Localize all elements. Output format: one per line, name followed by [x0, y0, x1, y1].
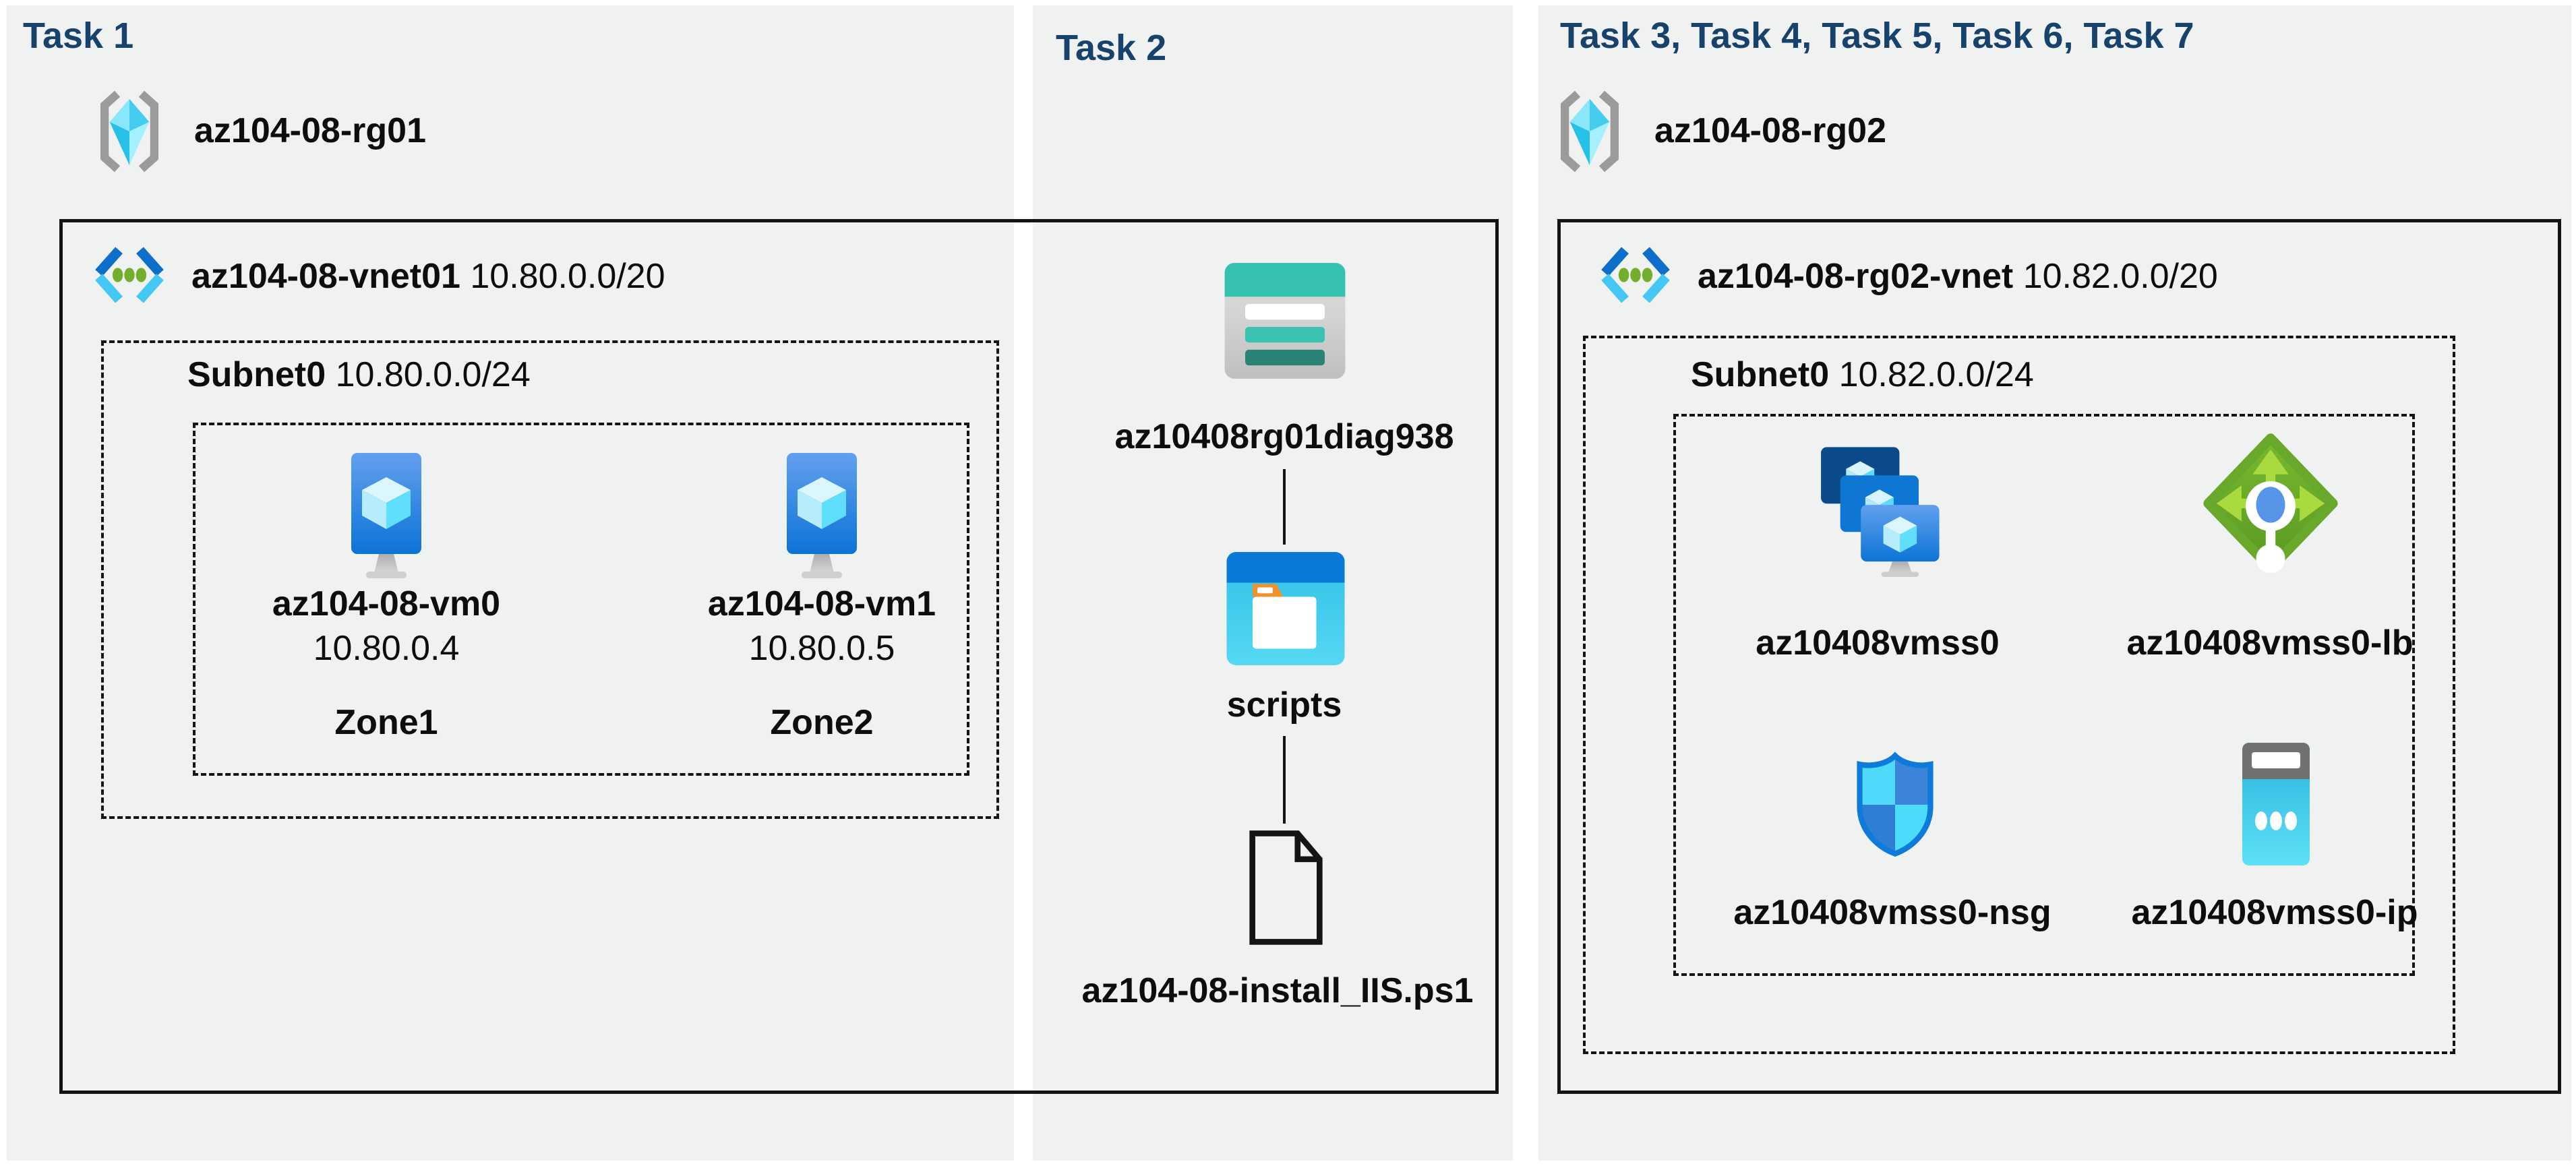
virtual-network-icon — [1601, 247, 1670, 303]
resource-group-icon — [100, 90, 159, 173]
virtual-network-icon — [95, 247, 164, 303]
vm-zone: Zone1 — [334, 703, 438, 742]
vm-name: az104-08-vm0 — [272, 584, 501, 623]
task3-title: Task 3, Task 4, Task 5, Task 6, Task 7 — [1560, 16, 2194, 56]
vm-zone: Zone2 — [770, 703, 874, 742]
script-file-name: az104-08-install_IIS.ps1 — [1081, 971, 1474, 1010]
vm-scale-set-icon — [1821, 447, 1940, 577]
task3-column — [1538, 5, 2571, 1161]
nsg-name: az10408vmss0-nsg — [1733, 893, 2051, 932]
storage-account-name: az10408rg01diag938 — [1114, 417, 1454, 456]
vmss-name: az10408vmss0 — [1756, 623, 2000, 663]
subnet-label: Subnet0 10.80.0.0/24 — [187, 355, 531, 394]
container-name: scripts — [1226, 685, 1342, 725]
resource-group-name: az104-08-rg01 — [194, 111, 426, 150]
vmss-group-box — [1673, 414, 2415, 976]
vm-group-box — [193, 423, 969, 776]
load-balancer-icon — [2203, 433, 2338, 574]
public-ip-icon — [2242, 743, 2310, 865]
virtual-machine-icon — [351, 453, 421, 578]
network-security-group-icon — [1857, 751, 1934, 857]
vnet-label: az104-08-rg02-vnet 10.82.0.0/20 — [1698, 257, 2218, 296]
storage-account-icon — [1224, 263, 1346, 379]
task2-title: Task 2 — [1056, 28, 1167, 68]
rg02-vnet-box — [1557, 219, 2561, 1094]
subnet0-box — [1583, 336, 2455, 1054]
subnet0-box — [101, 340, 999, 819]
virtual-machine-icon — [787, 453, 857, 578]
task1-title: Task 1 — [23, 16, 134, 56]
file-icon — [1249, 830, 1323, 945]
task1-column — [7, 5, 1014, 1161]
connector-line — [1283, 469, 1286, 545]
blob-container-icon — [1226, 552, 1345, 665]
vnet01-box — [59, 219, 1499, 1094]
vnet-label: az104-08-vnet01 10.80.0.0/20 — [191, 257, 665, 296]
subnet-label: Subnet0 10.82.0.0/24 — [1691, 355, 2034, 394]
vm-name: az104-08-vm1 — [707, 584, 936, 623]
resource-group-name: az104-08-rg02 — [1654, 111, 1886, 150]
vm-ip: 10.80.0.4 — [313, 629, 460, 668]
resource-group-icon — [1560, 90, 1619, 173]
connector-line — [1283, 736, 1286, 824]
public-ip-name: az10408vmss0-ip — [2131, 893, 2418, 932]
load-balancer-name: az10408vmss0-lb — [2126, 623, 2414, 663]
vm-ip: 10.80.0.5 — [748, 629, 895, 668]
